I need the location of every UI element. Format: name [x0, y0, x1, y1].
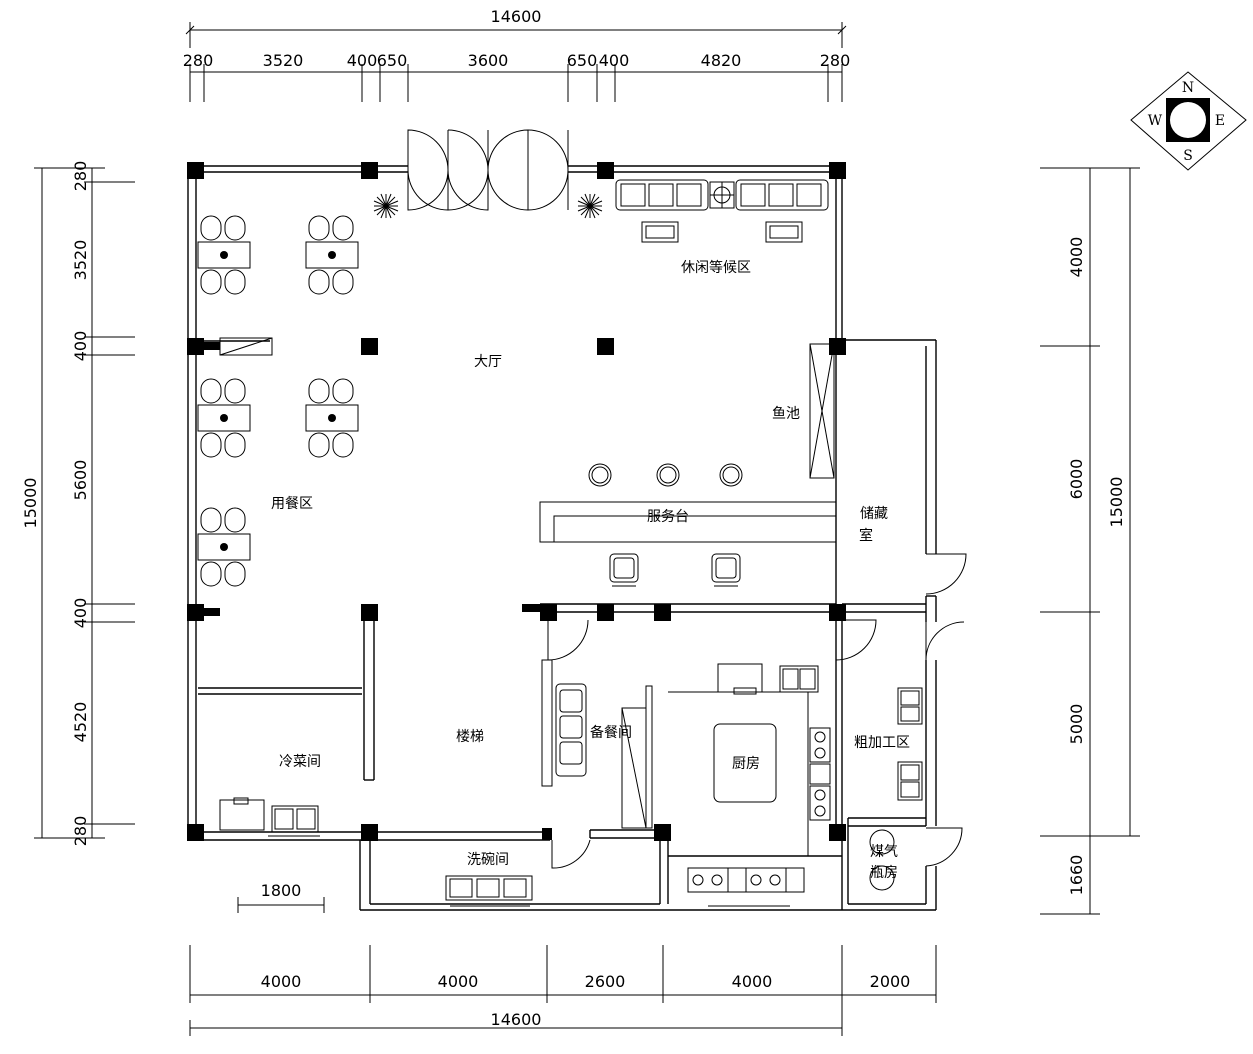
- dim-bottom-seg-1: 4000: [438, 972, 479, 991]
- dim-top-seg-1: 3520: [263, 51, 304, 70]
- label-dining: 用餐区: [271, 496, 313, 512]
- label-rough: 粗加工区: [854, 735, 910, 751]
- dim-bottom-total: 14600: [491, 1010, 542, 1029]
- label-hall: 大厅: [474, 354, 502, 370]
- label-stairs: 楼梯: [456, 729, 484, 745]
- dim-right-total: 15000: [1107, 477, 1126, 528]
- dim-right-seg-1: 6000: [1067, 459, 1086, 500]
- label-dishwash: 洗碗间: [467, 852, 509, 868]
- pantry-area: [541, 659, 653, 829]
- dim-left-seg-0: 280: [71, 161, 90, 192]
- label-fish-pond: 鱼池: [772, 405, 800, 422]
- right-dimensions: 4000 6000 5000 1660 15000: [1040, 167, 1140, 915]
- door-swings: [547, 553, 967, 869]
- stair-detail: [219, 337, 273, 356]
- dim-bottom-seg-2: 2600: [585, 972, 626, 991]
- dim-left-total: 15000: [21, 478, 40, 529]
- dim-top-seg-3: 650: [377, 51, 408, 70]
- dim-top-seg-2: 400: [347, 51, 378, 70]
- dim-top-seg-8: 280: [820, 51, 851, 70]
- dining-table-sets: [197, 215, 359, 587]
- dim-top-seg-6: 400: [599, 51, 630, 70]
- dim-left-seg-4: 400: [71, 598, 90, 629]
- dim-left-seg-1: 3520: [71, 240, 90, 281]
- compass-n: N: [1182, 80, 1194, 96]
- compass: N S E W: [1130, 71, 1247, 171]
- dim-top-seg-4: 3600: [468, 51, 509, 70]
- lounge-sofas: [615, 179, 829, 243]
- dim-left-seg-5: 4520: [71, 702, 90, 743]
- dim-top-seg-7: 4820: [701, 51, 742, 70]
- left-dimensions: 280 3520 400 5600 400 4520 280 15000: [21, 161, 135, 847]
- dim-bottom-seg-4: 2000: [870, 972, 911, 991]
- entrance-doors: [407, 129, 569, 211]
- dim-left-seg-6: 280: [71, 816, 90, 847]
- dim-right-seg-3: 1660: [1067, 855, 1086, 896]
- sinks: [219, 687, 923, 901]
- columns: [187, 162, 846, 841]
- top-dimensions: 14600 280 3520 400 650 3600 650 400 4820…: [183, 7, 851, 102]
- bottom-dimensions: 4000 4000 2600 4000 2000 14600 1800: [189, 881, 937, 1036]
- office-chair-icon: [609, 553, 741, 587]
- label-kitchen: 厨房: [732, 756, 760, 772]
- compass-s: S: [1183, 148, 1193, 164]
- plant-icon: [373, 193, 603, 219]
- dim-bottom-seg-3: 4000: [732, 972, 773, 991]
- dim-left-seg-2: 400: [71, 331, 90, 362]
- dim-right-seg-2: 5000: [1067, 704, 1086, 745]
- label-storage-1: 储藏: [860, 506, 888, 522]
- label-gas-2: 瓶房: [870, 865, 898, 881]
- kitchen-equipment: [668, 663, 831, 893]
- label-lounge: 休闲等候区: [681, 259, 751, 276]
- room-labels: 休闲等候区 大厅 鱼池 用餐区 服务台 储藏 室 冷菜间 楼梯 备餐间 厨房 粗…: [271, 259, 910, 881]
- dim-left-seg-3: 5600: [71, 460, 90, 501]
- dim-1800: 1800: [261, 881, 302, 900]
- compass-w: W: [1148, 113, 1163, 129]
- label-gas-1: 煤气: [870, 844, 898, 860]
- service-counter: [539, 463, 836, 587]
- dim-right-seg-0: 4000: [1067, 237, 1086, 278]
- fish-pond: [809, 343, 835, 479]
- label-service: 服务台: [647, 509, 689, 525]
- compass-e: E: [1215, 113, 1225, 129]
- label-storage-2: 室: [859, 527, 873, 544]
- dim-top-total: 14600: [491, 7, 542, 26]
- dim-bottom-seg-0: 4000: [261, 972, 302, 991]
- dim-top-seg-5: 650: [567, 51, 598, 70]
- label-pantry: 备餐间: [590, 724, 632, 741]
- label-cold-dish: 冷菜间: [279, 754, 321, 770]
- dim-top-seg-0: 280: [183, 51, 214, 70]
